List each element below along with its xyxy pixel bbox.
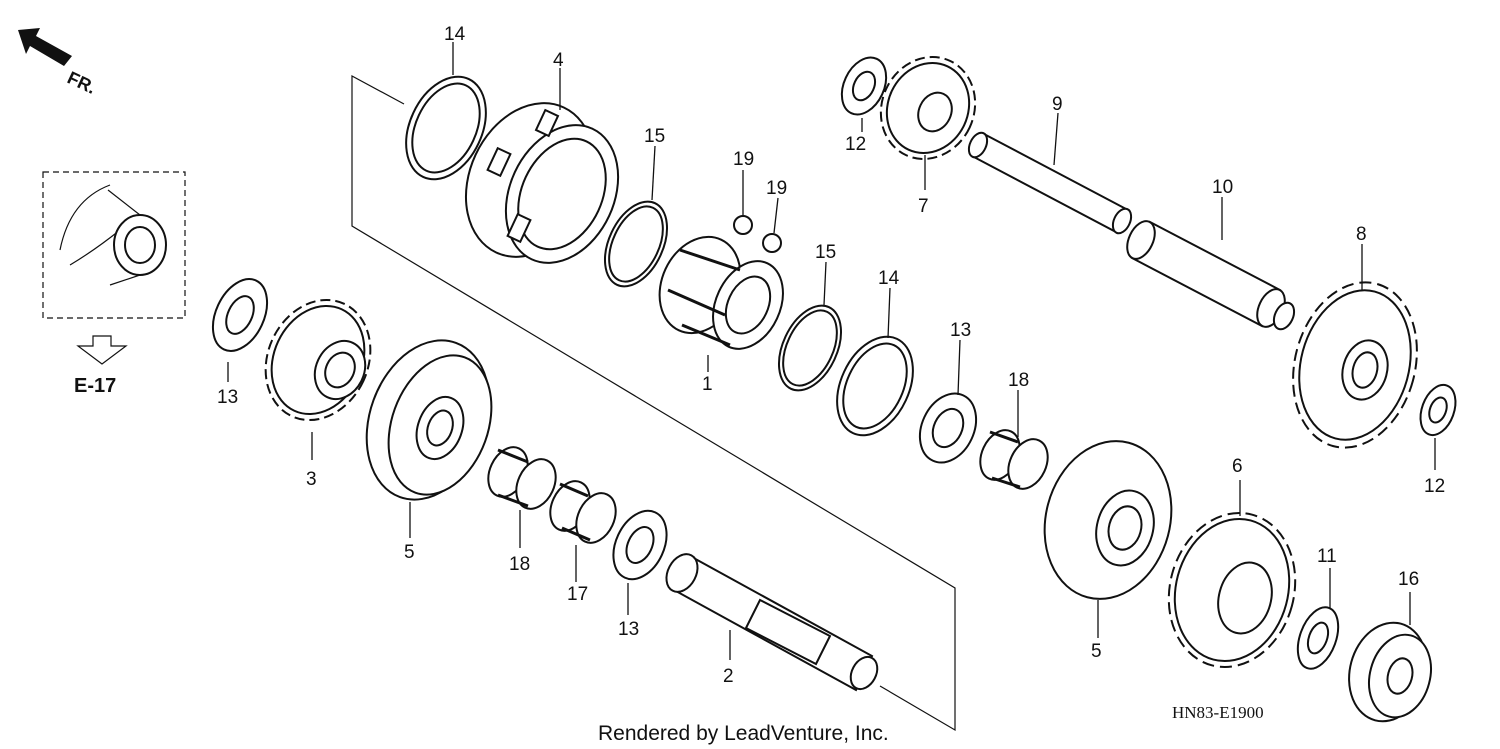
callout-18-left[interactable]: 18 [509, 554, 530, 575]
callout-13-middle[interactable]: 13 [950, 320, 971, 341]
part-4-clutch-outer[interactable] [442, 82, 640, 281]
callout-17[interactable]: 17 [567, 584, 588, 605]
callout-3[interactable]: 3 [306, 469, 317, 490]
part-11-washer[interactable] [1290, 602, 1346, 674]
part-1-clutch-cage[interactable] [644, 224, 796, 361]
part-5-drum-right[interactable] [1027, 427, 1188, 614]
assembly-bracket [351, 74, 956, 732]
part-13-washer-bottom[interactable] [603, 502, 677, 588]
callout-10[interactable]: 10 [1212, 177, 1233, 198]
part-17-needle-bearing[interactable] [543, 475, 624, 549]
callout-9[interactable]: 9 [1052, 94, 1063, 115]
callout-15-top[interactable]: 15 [644, 126, 665, 147]
part-8-gear[interactable] [1275, 268, 1434, 461]
reference-label[interactable]: E-17 [74, 375, 116, 397]
callout-16[interactable]: 16 [1398, 569, 1419, 590]
part-18-needle-bearing-left[interactable] [481, 441, 564, 515]
callout-11[interactable]: 11 [1317, 546, 1337, 567]
part-18-needle-bearing-right[interactable] [973, 424, 1056, 495]
part-7-gear[interactable] [864, 41, 991, 174]
callout-6[interactable]: 6 [1232, 456, 1243, 477]
callout-14-lower[interactable]: 14 [878, 268, 900, 289]
part-16-ball-bearing[interactable] [1338, 614, 1439, 730]
callout-2[interactable]: 2 [723, 666, 734, 687]
callout-12-top[interactable]: 12 [845, 134, 866, 155]
part-13-washer-left[interactable] [202, 270, 278, 359]
callout-14-top[interactable]: 14 [444, 24, 466, 45]
callout-4[interactable]: 4 [553, 50, 564, 71]
down-arrow-icon [76, 335, 128, 365]
part-14-circlip[interactable] [391, 64, 502, 192]
callout-12-right[interactable]: 12 [1424, 476, 1445, 497]
part-14-circlip-lower[interactable] [822, 325, 928, 448]
callout-7[interactable]: 7 [918, 196, 929, 217]
direction-label: FR. [64, 67, 99, 97]
callout-15-lower[interactable]: 15 [815, 242, 836, 263]
callout-5-right[interactable]: 5 [1091, 641, 1102, 662]
callout-19-left[interactable]: 19 [733, 149, 754, 170]
part-10-shaft[interactable] [1122, 217, 1298, 333]
part-2-main-shaft[interactable] [660, 549, 882, 694]
part-15-snap-ring-lower[interactable] [767, 296, 854, 400]
part-5-drum-left[interactable] [345, 323, 510, 517]
part-15-snap-ring[interactable] [593, 192, 680, 296]
callout-18-right[interactable]: 18 [1008, 370, 1029, 391]
leader-lines [227, 42, 1436, 660]
callout-13-left[interactable]: 13 [217, 387, 238, 408]
callout-5-left[interactable]: 5 [404, 542, 415, 563]
part-3-gear[interactable] [246, 283, 389, 438]
callout-1[interactable]: 1 [702, 374, 713, 395]
callout-19-right[interactable]: 19 [766, 178, 787, 199]
callout-8[interactable]: 8 [1356, 224, 1367, 245]
reference-inset[interactable] [42, 171, 186, 319]
part-9-shaft[interactable] [965, 130, 1134, 236]
diagram-code: HN83-E1900 [1172, 703, 1264, 722]
part-19-ball-a[interactable] [733, 215, 753, 235]
render-credit: Rendered by LeadVenture, Inc. [598, 722, 889, 745]
front-direction-arrow-icon [18, 28, 72, 66]
part-12-washer-top[interactable] [833, 50, 895, 121]
part-12-washer-right[interactable] [1414, 380, 1462, 440]
part-6-gear[interactable] [1152, 499, 1312, 682]
callout-13-bottom[interactable]: 13 [618, 619, 639, 640]
part-19-ball-b[interactable] [762, 233, 782, 253]
part-13-washer-middle[interactable] [909, 384, 987, 471]
